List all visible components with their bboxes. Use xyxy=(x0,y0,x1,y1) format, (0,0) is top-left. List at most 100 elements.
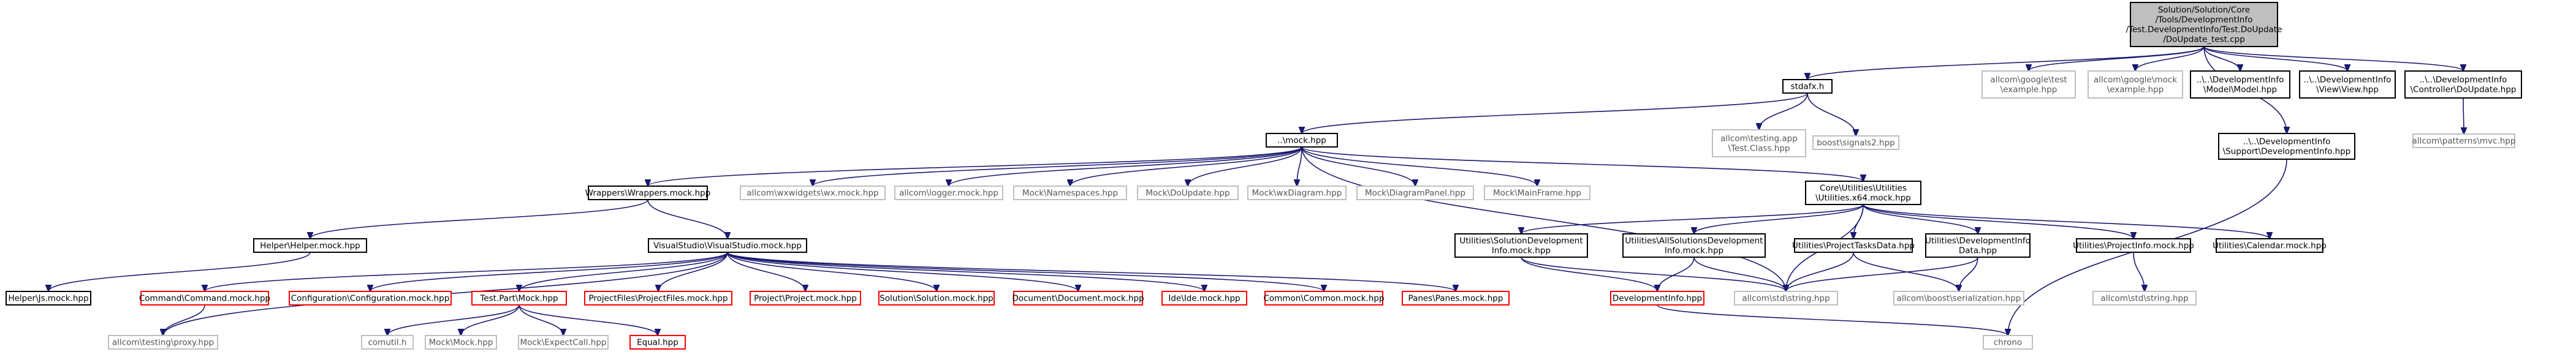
edge-testpart-to-equal xyxy=(519,304,658,336)
node-projectfiles[interactable]: ProjectFiles\ProjectFiles.mock.hpp xyxy=(584,291,732,306)
node-box-configuration xyxy=(289,291,452,306)
node-serialization[interactable]: allcom\boost\serialization.hpp xyxy=(1893,291,2024,306)
node-wxdiagram[interactable]: Mock\wxDiagram.hpp xyxy=(1247,186,1347,200)
node-devinfohpp[interactable]: DevelopmentInfo.hpp xyxy=(1610,291,1704,306)
node-logger[interactable]: allcom\logger.mock.hpp xyxy=(894,186,1003,200)
node-chrono[interactable]: chrono xyxy=(1983,335,2033,350)
node-gmock_example[interactable]: allcom\google\mock\example.hpp xyxy=(2088,70,2183,99)
node-helperjs[interactable]: Helper\Js.mock.hpp xyxy=(6,291,91,306)
node-wx[interactable]: allcom\wxwidgets\wx.mock.hpp xyxy=(740,186,886,200)
node-controller[interactable]: ..\..\DevelopmentInfo\Controller\DoUpdat… xyxy=(2404,70,2522,99)
node-box-projecttasks xyxy=(1794,238,1913,253)
edge-testpart-to-comutil xyxy=(387,304,520,336)
node-label-wrappers: Wrappers\Wrappers.mock.hpp xyxy=(585,189,711,198)
node-proxy[interactable]: allcom\testing\proxy.hpp xyxy=(108,335,218,350)
node-model[interactable]: ..\..\DevelopmentInfo\Model\Model.hpp xyxy=(2190,70,2290,99)
node-label-model: \Model\Model.hpp xyxy=(2203,85,2277,95)
node-box-expectcall xyxy=(518,335,609,350)
edge-mock-to-wx xyxy=(813,146,1302,186)
node-label-projectfiles: ProjectFiles\ProjectFiles.mock.hpp xyxy=(588,294,728,304)
node-label-mock: ..\mock.hpp xyxy=(1277,136,1326,146)
node-document[interactable]: Document\Document.mock.hpp xyxy=(1012,291,1144,306)
node-box-wxdiagram xyxy=(1247,186,1347,200)
node-layer: Solution/Solution/Core/Tools/Development… xyxy=(6,2,2522,350)
node-label-testpart: Test.Part\Mock.hpp xyxy=(479,294,558,304)
node-solution[interactable]: Solution\Solution.mock.hpp xyxy=(878,291,995,306)
node-stdstring[interactable]: allcom\std\string.hpp xyxy=(2092,291,2197,306)
node-stdafx[interactable]: stdafx.h xyxy=(1782,79,1833,94)
node-label-utilities: \Utilities.x64.mock.hpp xyxy=(1815,193,1911,203)
node-mainframe[interactable]: Mock\MainFrame.hpp xyxy=(1484,186,1590,200)
node-box-document xyxy=(1013,291,1143,306)
node-signals2[interactable]: boost\signals2.hpp xyxy=(1812,135,1899,150)
node-common[interactable]: Common\Common.mock.hpp xyxy=(1263,291,1385,306)
node-mvc[interactable]: allcom\patterns\mvc.hpp xyxy=(2412,133,2516,148)
edge-stdafx-to-signals2 xyxy=(1807,92,1856,136)
node-label-devinfohpp: DevelopmentInfo.hpp xyxy=(1613,294,1702,304)
node-label-helper: Helper\Helper.mock.hpp xyxy=(260,241,360,251)
node-label-stdstring: allcom\std\string.hpp xyxy=(2100,294,2188,304)
node-mockmock[interactable]: Mock\Mock.hpp xyxy=(425,335,497,350)
node-projectinfo[interactable]: Utilities\ProjectInfo.mock.hpp xyxy=(2073,238,2194,253)
node-allsolutions[interactable]: Utilities\AllSolutionsDevelopmentInfo.mo… xyxy=(1622,233,1766,258)
node-label-gmock_example: allcom\google\mock xyxy=(2094,75,2177,85)
node-label-mockmock: Mock\Mock.hpp xyxy=(429,338,493,348)
node-equal[interactable]: Equal.hpp xyxy=(629,335,686,350)
node-projecttasks[interactable]: Utilities\ProjectTasksData.hpp xyxy=(1792,238,1915,253)
node-label-configuration: Configuration\Configuration.mock.hpp xyxy=(291,294,450,304)
node-expectcall[interactable]: Mock\ExpectCall.hpp xyxy=(518,335,609,350)
edge-vstudio-to-ide xyxy=(727,252,1204,291)
node-command[interactable]: Command\Command.mock.hpp xyxy=(139,291,270,306)
node-ide[interactable]: Ide\Ide.mock.hpp xyxy=(1161,291,1247,306)
edge-mock-to-mock_doupdate xyxy=(1188,146,1302,186)
node-vstudio[interactable]: VisualStudio\VisualStudio.mock.hpp xyxy=(648,238,807,253)
node-label-command: Command\Command.mock.hpp xyxy=(139,294,270,304)
node-box-controller xyxy=(2404,70,2522,99)
node-solutiondev[interactable]: Utilities\SolutionDevelopmentInfo.mock.h… xyxy=(1454,233,1588,258)
node-box-command xyxy=(140,291,269,306)
node-comutil[interactable]: comutil.h xyxy=(361,335,414,350)
edge-mock-to-diagrampanel xyxy=(1301,146,1415,186)
node-namespaces[interactable]: Mock\Namespaces.hpp xyxy=(1013,186,1127,200)
node-diagrampanel[interactable]: Mock\DiagramPanel.hpp xyxy=(1356,186,1474,200)
node-helper[interactable]: Helper\Helper.mock.hpp xyxy=(253,238,367,253)
node-string[interactable]: allcom\std\string.hpp xyxy=(1734,291,1838,306)
node-box-devinfohpp xyxy=(1610,291,1704,306)
node-mock_doupdate[interactable]: Mock\DoUpdate.hpp xyxy=(1137,186,1239,200)
node-box-mockmock xyxy=(425,335,497,350)
node-support_devinfo[interactable]: ..\..\DevelopmentInfo\Support\Developmen… xyxy=(2218,133,2355,160)
node-box-model xyxy=(2190,70,2290,99)
node-calendar[interactable]: Utilities\Calendar.mock.hpp xyxy=(2213,238,2327,253)
node-mock[interactable]: ..\mock.hpp xyxy=(1266,133,1338,148)
node-box-string xyxy=(1734,291,1838,306)
node-box-testpart xyxy=(471,291,567,306)
node-wrappers[interactable]: Wrappers\Wrappers.mock.hpp xyxy=(585,186,711,200)
node-label-support_devinfo: ..\..\DevelopmentInfo xyxy=(2243,137,2331,147)
node-utilities[interactable]: Core\Utilities\Utilities\Utilities.x64.m… xyxy=(1805,181,1921,205)
node-box-view xyxy=(2299,70,2396,99)
node-box-allsolutions xyxy=(1622,233,1766,258)
node-testpart[interactable]: Test.Part\Mock.hpp xyxy=(471,291,567,306)
edge-projectinfo-to-stdstring xyxy=(2133,252,2145,291)
edge-mock-to-mainframe xyxy=(1301,146,1537,186)
node-box-logger xyxy=(894,186,1003,200)
node-label-allsolutions: Utilities\AllSolutionsDevelopment xyxy=(1625,236,1763,246)
node-box-wrappers xyxy=(588,186,708,200)
node-box-calendar xyxy=(2216,238,2323,253)
edge-vstudio-to-panes xyxy=(727,252,1456,291)
node-box-gtest_example xyxy=(1981,70,2076,99)
node-panes[interactable]: Panes\Panes.mock.hpp xyxy=(1402,291,1510,306)
edge-solutiondev-to-string xyxy=(1521,257,1786,291)
node-label-common: Common\Common.mock.hpp xyxy=(1263,294,1384,304)
node-testclass[interactable]: allcom\testing.app\Test.Class.hpp xyxy=(1712,129,1806,157)
node-gtest_example[interactable]: allcom\google\test\example.hpp xyxy=(1981,70,2076,99)
node-view[interactable]: ..\..\DevelopmentInfo\View\View.hpp xyxy=(2299,70,2396,99)
node-box-devinfodata xyxy=(1925,233,2031,258)
node-label-string: allcom\std\string.hpp xyxy=(1742,294,1829,304)
node-project[interactable]: Project\Project.mock.hpp xyxy=(750,291,861,306)
node-label-root: Solution/Solution/Core xyxy=(2158,6,2250,15)
node-label-testclass: \Test.Class.hpp xyxy=(1728,144,1790,154)
node-configuration[interactable]: Configuration\Configuration.mock.hpp xyxy=(289,291,452,306)
edge-solutiondev-to-devinfohpp xyxy=(1521,257,1657,291)
